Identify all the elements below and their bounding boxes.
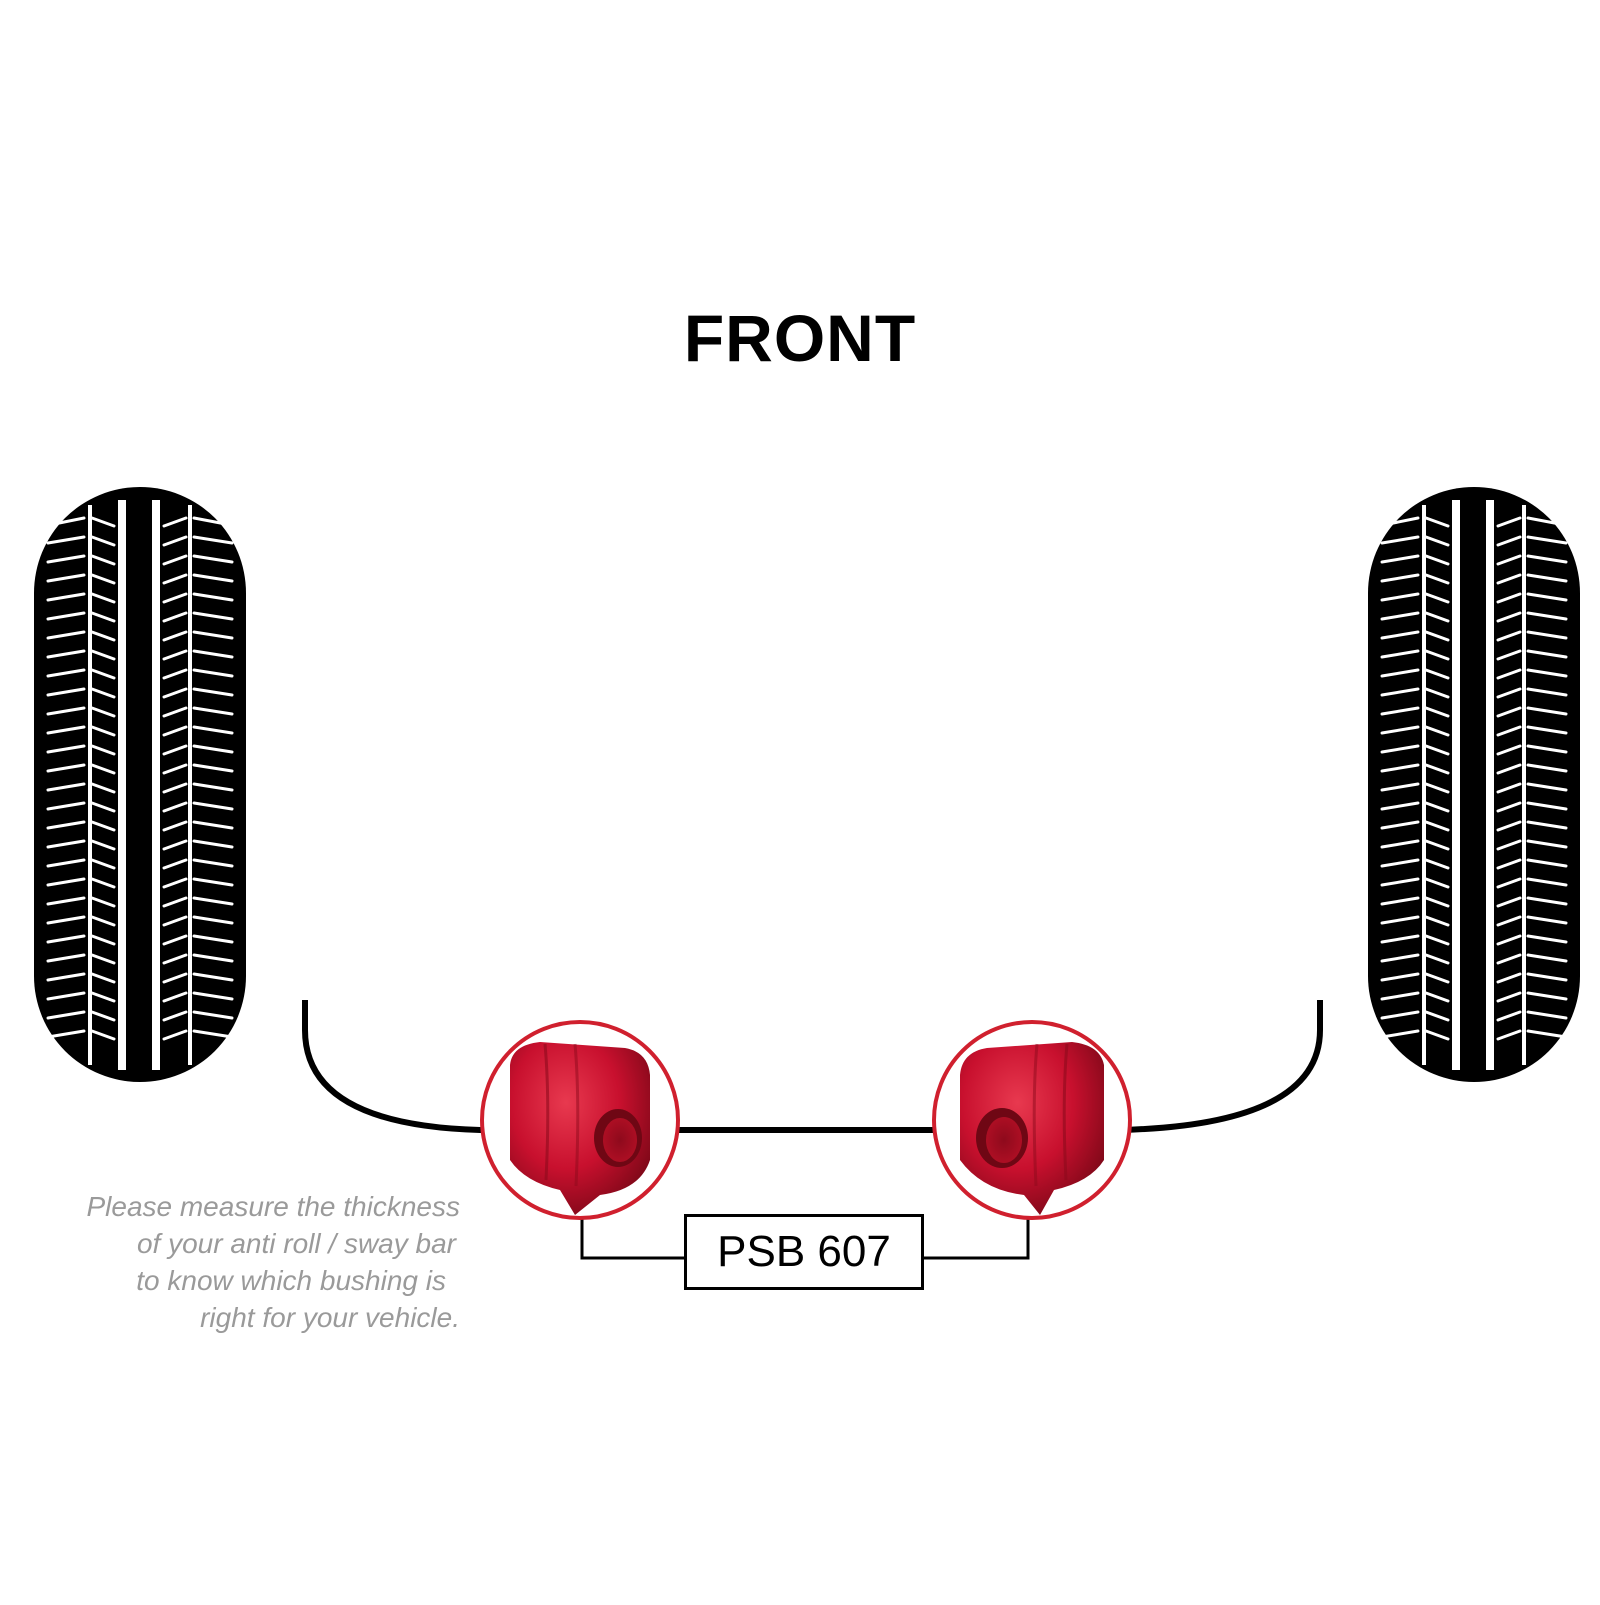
bushing-left bbox=[480, 1020, 680, 1220]
tyre-icon bbox=[1368, 487, 1580, 1082]
left-wheel bbox=[34, 487, 246, 1082]
bushing-icon bbox=[510, 1042, 650, 1215]
note-line: Please measure the thickness bbox=[86, 1191, 460, 1222]
tread-pattern bbox=[1380, 500, 1568, 1070]
part-number-label: PSB 607 bbox=[684, 1214, 924, 1290]
note-line: to know which bushing is bbox=[136, 1265, 446, 1296]
tread-pattern bbox=[46, 500, 234, 1070]
tyre-icon bbox=[34, 487, 246, 1082]
note-line: of your anti roll / sway bar bbox=[136, 1228, 456, 1259]
bushing-icon bbox=[960, 1042, 1104, 1215]
connector-left bbox=[580, 1218, 684, 1260]
diagram-title: FRONT bbox=[683, 301, 917, 375]
note-line: right for your vehicle. bbox=[200, 1302, 460, 1333]
measurement-note: Please measure the thickness of your ant… bbox=[20, 1188, 460, 1336]
connector-right bbox=[924, 1210, 1030, 1260]
bushing-right bbox=[932, 1020, 1132, 1220]
sway-bar bbox=[302, 1000, 1323, 1133]
right-wheel bbox=[1368, 487, 1580, 1082]
